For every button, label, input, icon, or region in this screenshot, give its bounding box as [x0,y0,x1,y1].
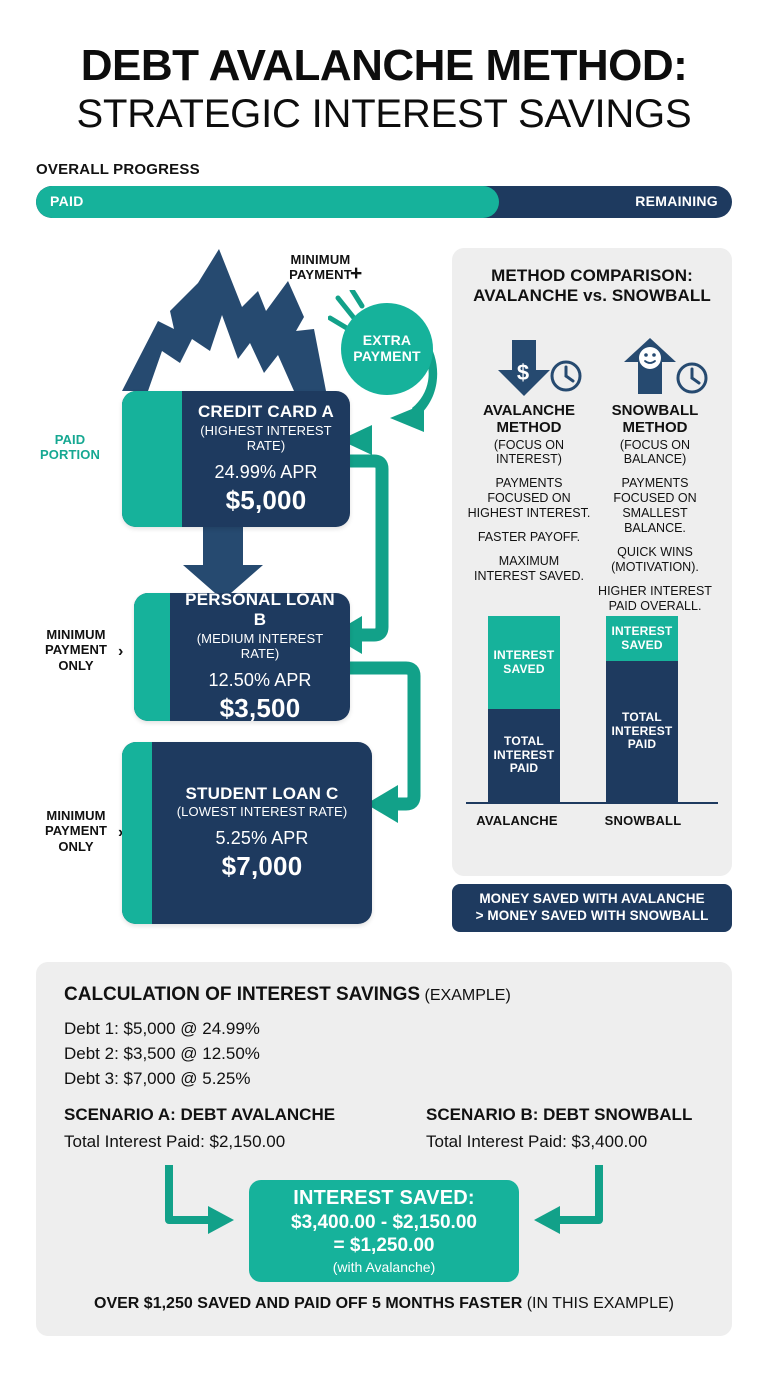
title-line-1: DEBT AVALANCHE METHOD: [80,41,688,90]
method-bullet-3: HIGHER INTEREST PAID OVERALL. [598,584,712,613]
navy-down-arrow-icon [183,527,263,600]
method-comparison-panel: METHOD COMPARISON: AVALANCHE vs. SNOWBAL… [452,248,732,876]
up-arrow-smiley-icon [624,338,708,394]
debt-apr: 24.99% APR [214,461,318,482]
chart-axis-line [466,802,718,804]
paid-portion-strip [122,391,182,527]
comparison-title: METHOD COMPARISON: AVALANCHE vs. SNOWBAL… [473,266,711,306]
page-title: DEBT AVALANCHE METHOD: STRATEGIC INTERES… [0,42,768,136]
method-bullet-2: FASTER PAYOFF. [477,530,581,544]
snowball-method-column: SNOWBALL METHOD (FOCUS ON BALANCE) PAYME… [592,336,718,614]
debt-subtitle: (LOWEST INTEREST RATE) [176,804,348,820]
debt-line-2: Debt 2: $3,500 @ 12.50% [64,1044,260,1063]
extra-payment-line1: EXTRA [362,332,412,349]
calculation-arrows [165,1165,603,1234]
interest-saved-box: INTEREST SAVED: $3,400.00 - $2,150.00 = … [249,1180,519,1282]
debt-subtitle: (HIGHEST INTEREST RATE) [200,422,332,453]
debt-card-personal-loan-b[interactable]: PERSONAL LOAN B (MEDIUM INTEREST RATE) 1… [134,593,350,721]
debt-name: CREDIT CARD A [197,402,335,422]
minimum-payment-only-label-2: MINIMUM PAYMENT ONLY [44,627,108,673]
debt-card-student-loan-c[interactable]: STUDENT LOAN C (LOWEST INTEREST RATE) 5.… [122,742,372,924]
saved-result: = $1,250.00 [333,1235,435,1256]
method-bullet-1: PAYMENTS FOCUSED ON HIGHEST INTEREST. [467,476,591,520]
method-bullet-3: MAXIMUM INTEREST SAVED. [474,554,584,583]
teal-connector-1-to-2 [350,454,389,642]
progress-remaining-label: REMAINING [635,193,718,209]
debt-line-3: Debt 3: $7,000 @ 5.25% [64,1069,251,1088]
bar-snowball: INTEREST SAVED TOTAL INTEREST PAID [606,616,678,802]
debt-card-credit-card-a[interactable]: CREDIT CARD A (HIGHEST INTEREST RATE) 24… [122,391,350,527]
method-focus: (FOCUS ON BALANCE) [619,437,691,467]
paid-portion-strip [134,593,170,721]
arrowhead-left [208,1206,234,1234]
minimum-payment-only-label-3: MINIMUM PAYMENT ONLY [44,808,108,854]
interest-comparison-chart: INTEREST SAVED TOTAL INTEREST PAID INTER… [466,616,718,838]
avalanche-method-column: $ AVALANCHE METHOD (FOCUS ON INTEREST) P… [466,336,592,584]
chevron-right-icon-3: › [118,824,124,841]
calculation-footer: OVER $1,250 SAVED AND PAID OFF 5 MONTHS … [94,1295,674,1312]
clock-icon [550,360,582,392]
saved-equation: $3,400.00 - $2,150.00 [291,1212,477,1233]
debt-line-1: Debt 1: $5,000 @ 24.99% [64,1019,260,1038]
minimum-payment-line2: PAYMENT [289,266,352,282]
method-bullet-1: PAYMENTS FOCUSED ON SMALLEST BALANCE. [613,476,697,535]
debt-apr: 12.50% APR [208,669,312,690]
scenario-b-heading: SCENARIO B: DEBT SNOWBALL [426,1105,693,1124]
scenario-b-value: Total Interest Paid: $3,400.00 [426,1132,648,1151]
down-arrow-dollar-icon: $ [498,340,582,396]
scenario-a-heading: SCENARIO A: DEBT AVALANCHE [64,1105,336,1124]
progress-fill-paid [36,186,499,218]
debt-name: PERSONAL LOAN B [185,593,335,629]
bar-category-label: AVALANCHE [476,813,558,828]
debt-amount: $5,000 [225,484,307,515]
overall-progress-bar: PAID REMAINING [36,186,732,218]
svg-text:$: $ [517,360,529,385]
bar-segment-interest-saved: INTEREST SAVED [488,616,560,709]
method-focus: (FOCUS ON INTEREST) [493,437,565,467]
bar-segment-interest-paid: TOTAL INTEREST PAID [488,709,560,802]
title-line-2: STRATEGIC INTEREST SAVINGS [76,91,692,136]
clock-icon [676,362,708,394]
saved-heading: INTEREST SAVED: [293,1187,475,1209]
bar-segment-interest-paid: TOTAL INTEREST PAID [606,661,678,802]
mountain-icon [122,249,326,391]
debt-name: STUDENT LOAN C [185,783,339,803]
method-name: SNOWBALL METHOD [611,402,699,437]
arrowhead-right [534,1206,560,1234]
plus-sign: + [350,262,363,285]
method-bullet-2: QUICK WINS (MOTIVATION). [611,545,699,574]
bar-avalanche: INTEREST SAVED TOTAL INTEREST PAID [488,616,560,802]
method-name: AVALANCHE METHOD [483,402,575,437]
overall-progress-label: OVERALL PROGRESS [36,161,200,178]
debt-amount: $7,000 [221,851,303,882]
paid-portion-strip [122,742,152,924]
progress-paid-label: PAID [50,193,84,209]
saved-note: (with Avalanche) [332,1259,436,1275]
chevron-right-icon-2: › [118,643,124,660]
bar-category-label: SNOWBALL [604,813,682,828]
minimum-payment-note: MINIMUM PAYMENT [268,252,373,283]
debt-subtitle: (MEDIUM INTEREST RATE) [196,630,324,661]
calculation-panel: CALCULATION OF INTEREST SAVINGS (EXAMPLE… [36,962,732,1336]
minimum-payment-line1: MINIMUM [290,252,351,267]
debt-amount: $3,500 [219,692,301,721]
paid-portion-label: PAID PORTION [40,432,100,463]
comparison-banner: MONEY SAVED WITH AVALANCHE > MONEY SAVED… [452,884,732,932]
scenario-a-value: Total Interest Paid: $2,150.00 [64,1132,286,1151]
extra-payment-line2: PAYMENT [353,348,421,364]
debt-apr: 5.25% APR [215,828,309,849]
calculation-title: CALCULATION OF INTEREST SAVINGS (EXAMPLE… [64,984,511,1005]
bar-segment-interest-saved: INTEREST SAVED [606,616,678,661]
extra-payment-badge: EXTRA PAYMENT [341,303,433,395]
